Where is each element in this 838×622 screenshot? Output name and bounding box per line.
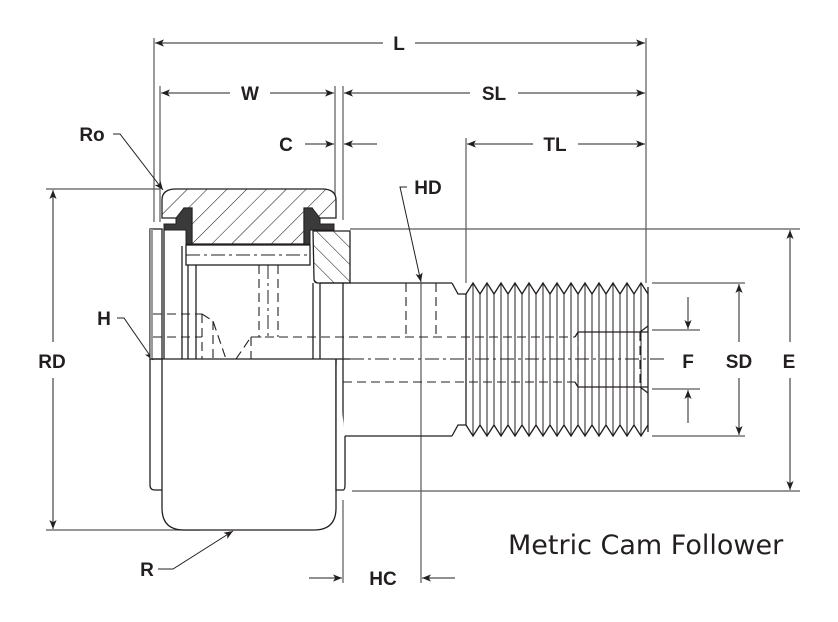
end-hex-socket [574, 325, 649, 394]
roller-outer-view [149, 358, 350, 531]
label-SD: SD [726, 352, 752, 373]
label-HD: HD [414, 178, 441, 199]
dimension-lines [49, 39, 794, 582]
label-C: C [279, 135, 293, 156]
label-W: W [241, 84, 259, 105]
leader-lines [113, 133, 423, 570]
label-SL: SL [482, 84, 507, 105]
label-E: E [783, 352, 796, 373]
label-RD: RD [38, 352, 65, 373]
label-F: F [682, 352, 694, 373]
side-plate [312, 230, 351, 359]
label-Ro: Ro [79, 125, 104, 146]
label-L: L [393, 34, 405, 55]
needle-roller [185, 244, 311, 266]
label-H: H [97, 309, 111, 330]
label-HC: HC [369, 569, 397, 590]
extension-lines [46, 38, 800, 583]
label-TL: TL [543, 135, 567, 156]
diagram-title: Metric Cam Follower [508, 530, 784, 561]
outer-ring-section [161, 188, 337, 245]
labels: L W SL C TL Ro HD H RD F SD E R HC Metri… [38, 34, 795, 590]
thread-top-profile [465, 281, 649, 296]
label-R: R [140, 560, 154, 581]
thread-bottom-profile [465, 423, 649, 438]
